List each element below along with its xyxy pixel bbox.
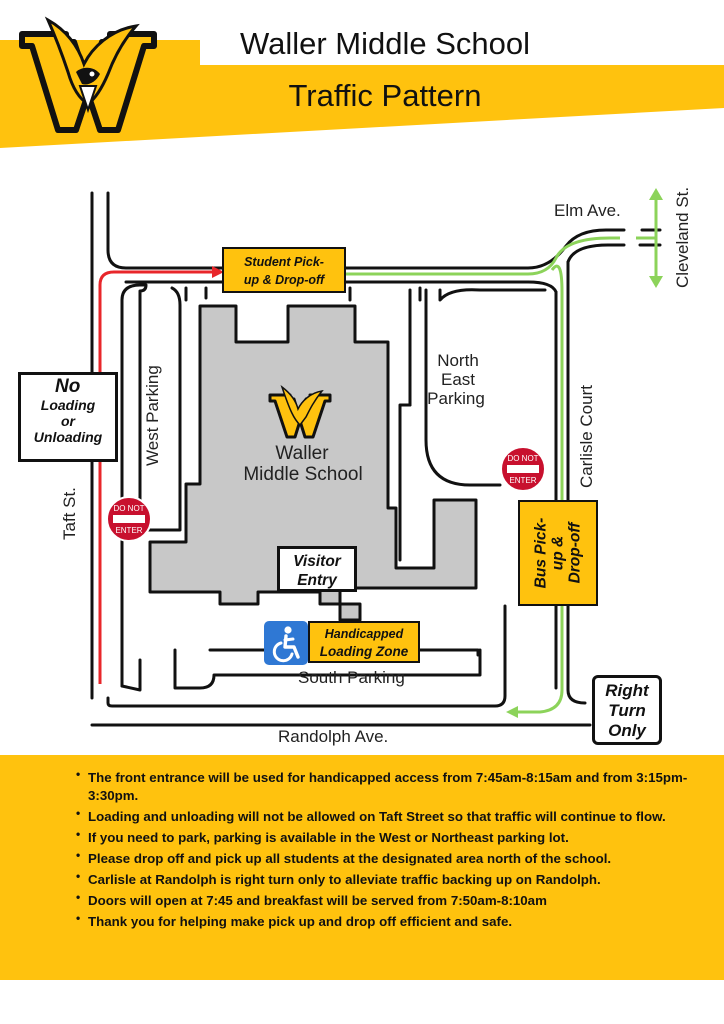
notes-list: The front entrance will be used for hand… — [0, 755, 724, 931]
west-parking-lot — [120, 283, 182, 532]
page-title-line2: Traffic Pattern — [288, 78, 482, 113]
no-loading-line2: Loading — [40, 397, 96, 413]
no-loading-line3: or — [61, 413, 75, 429]
right-turn-only-sign: Right Turn Only — [592, 675, 662, 745]
note-item: Please drop off and pick up all students… — [76, 846, 694, 868]
page-title-line1: Waller Middle School — [239, 26, 531, 61]
do-not-enter-sign-east-icon: DO NOT ENTER — [500, 446, 546, 492]
building-logo-icon — [268, 384, 332, 439]
elm-avenue-bottom-edge — [124, 280, 558, 294]
school-building — [148, 304, 478, 622]
note-item: Carlisle at Randolph is right turn only … — [76, 867, 694, 889]
red-route-arrow-icon — [212, 266, 224, 278]
northeast-parking-lot — [408, 288, 502, 487]
no-loading-sign: No Loading or Unloading — [18, 372, 118, 462]
handicapped-line2: Loading Zone — [319, 644, 409, 659]
note-item: The front entrance will be used for hand… — [76, 765, 694, 805]
northeast-parking-label-3: Parking — [427, 389, 485, 408]
bus-pickup-line2: up & — [549, 535, 567, 571]
right-turn-line1: Right — [605, 681, 649, 700]
visitor-entry-line2: Entry — [297, 572, 337, 589]
visitor-entry-line1: Visitor — [293, 553, 341, 570]
right-turn-line2: Turn — [608, 701, 646, 720]
south-parking-label: South Parking — [298, 668, 405, 687]
bus-pickup-sign: Bus Pick- up & Drop-off — [518, 500, 598, 606]
right-turn-line3: Only — [608, 721, 646, 740]
taft-street-label: Taft St. — [60, 487, 79, 540]
handicapped-line1: Handicapped — [324, 627, 404, 641]
elm-avenue-top-edge — [106, 228, 626, 270]
visitor-entry-sign: Visitor Entry — [277, 546, 357, 592]
building-name-line2: Middle School — [243, 464, 362, 485]
south-parking-lot — [173, 648, 482, 690]
student-pickup-line1: Student Pick- — [244, 255, 324, 269]
note-item: If you need to park, parking is availabl… — [76, 825, 694, 847]
svg-text:DO NOT: DO NOT — [507, 454, 538, 463]
northeast-parking-label-1: North — [437, 351, 479, 370]
traffic-map: DO NOT ENTER DO NOT ENTER Elm Ave. Cleve… — [60, 187, 692, 746]
cleveland-stub-bottom — [566, 243, 626, 264]
drop-off-route-line — [346, 236, 620, 276]
handicapped-icon — [264, 621, 308, 665]
green-route-arrow-icon — [506, 706, 518, 718]
svg-text:ENTER: ENTER — [115, 526, 142, 535]
northeast-parking-label-2: East — [441, 370, 475, 389]
handicapped-loading-sign: Handicapped Loading Zone — [308, 621, 420, 663]
cleveland-street-label: Cleveland St. — [673, 187, 692, 288]
svg-text:DO NOT: DO NOT — [113, 504, 144, 513]
building-name-line1: Waller — [275, 443, 329, 464]
header-banner — [0, 40, 724, 148]
do-not-enter-sign-icon: DO NOT ENTER — [106, 496, 152, 542]
west-parking-label: West Parking — [143, 365, 162, 466]
carlisle-court-east-edge — [566, 260, 587, 705]
randolph-avenue-north-edge — [106, 604, 507, 708]
waller-w-eagle-logo-icon — [19, 16, 157, 133]
note-item: Thank you for helping make pick up and d… — [76, 909, 694, 931]
bus-pickup-line1: Bus Pick- — [532, 517, 550, 589]
cleveland-down-arrow-icon — [649, 276, 663, 288]
randolph-avenue-label: Randolph Ave. — [278, 727, 388, 746]
svg-text:ENTER: ENTER — [509, 476, 536, 485]
cleveland-up-arrow-icon — [649, 188, 663, 200]
note-item: Doors will open at 7:45 and breakfast wi… — [76, 888, 694, 910]
student-pickup-sign: Student Pick- up & Drop-off — [222, 247, 346, 293]
no-loading-line4: Unloading — [33, 429, 103, 445]
carlisle-court-label: Carlisle Court — [577, 385, 596, 488]
elm-avenue-label: Elm Ave. — [554, 201, 621, 220]
note-item: Loading and unloading will not be allowe… — [76, 804, 694, 826]
no-loading-route-line — [98, 270, 212, 684]
student-pickup-line2: up & Drop-off — [243, 273, 325, 287]
no-loading-line1: No — [55, 376, 81, 397]
bus-pickup-line3: Drop-off — [566, 522, 584, 584]
notes-panel: The front entrance will be used for hand… — [0, 755, 724, 980]
